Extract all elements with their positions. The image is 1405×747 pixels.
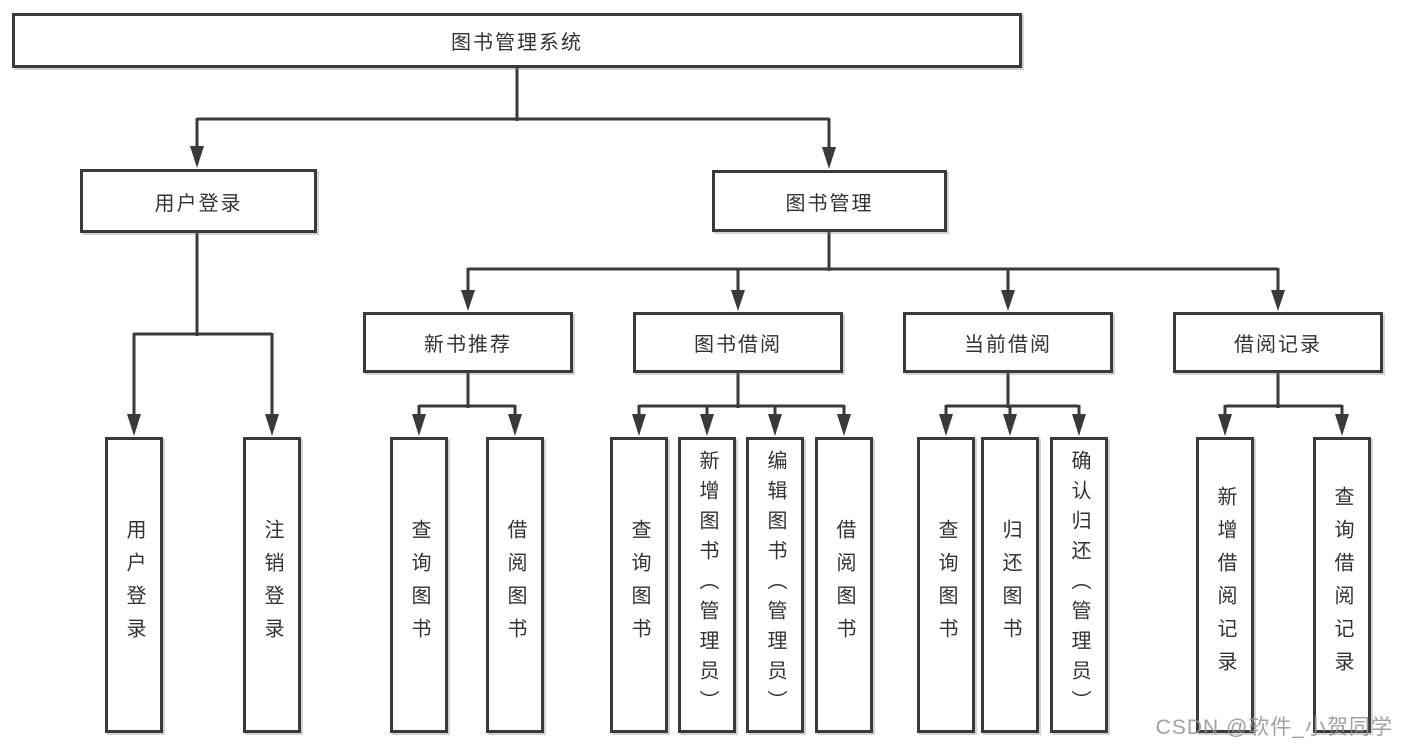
node-label: 借阅图书 bbox=[504, 519, 526, 651]
node-label: 编辑图书（管理员） bbox=[764, 450, 786, 720]
leaf-user-login: 用户登录 bbox=[105, 437, 163, 733]
node-label: 确认归还（管理员） bbox=[1068, 450, 1090, 720]
node-label: 查询图书 bbox=[628, 519, 650, 651]
node-new-book-recommend: 新书推荐 bbox=[363, 312, 573, 373]
node-borrow-records: 借阅记录 bbox=[1173, 312, 1383, 373]
leaf-confirm-return-admin: 确认归还（管理员） bbox=[1050, 437, 1108, 733]
leaf-add-borrow-record: 新增借阅记录 bbox=[1196, 437, 1254, 733]
node-label: 查询借阅记录 bbox=[1331, 486, 1353, 684]
node-user-login: 用户登录 bbox=[80, 169, 317, 233]
node-library-management-system: 图书管理系统 bbox=[12, 13, 1022, 68]
leaf-return-books: 归还图书 bbox=[981, 437, 1039, 733]
node-book-management: 图书管理 bbox=[712, 170, 947, 232]
node-label: 注销登录 bbox=[261, 519, 283, 651]
node-current-borrowing: 当前借阅 bbox=[903, 312, 1113, 373]
node-label: 借阅记录 bbox=[1234, 334, 1322, 356]
leaf-borrow-books-recommend: 借阅图书 bbox=[486, 437, 544, 733]
node-label: 查询图书 bbox=[935, 519, 957, 651]
leaf-edit-book-admin: 编辑图书（管理员） bbox=[746, 437, 804, 733]
csdn-watermark: CSDN @软件_小贺同学 bbox=[1155, 716, 1393, 739]
node-label: 新增图书（管理员） bbox=[696, 450, 718, 720]
leaf-query-books-borrowing: 查询图书 bbox=[610, 437, 668, 733]
node-label: 用户登录 bbox=[123, 519, 145, 651]
node-label: 当前借阅 bbox=[964, 334, 1052, 356]
node-label: 图书管理系统 bbox=[451, 32, 583, 54]
node-label: 归还图书 bbox=[999, 519, 1021, 651]
leaf-query-books-current: 查询图书 bbox=[917, 437, 975, 733]
leaf-add-book-admin: 新增图书（管理员） bbox=[678, 437, 736, 733]
leaf-borrow-books-borrowing: 借阅图书 bbox=[815, 437, 873, 733]
node-book-borrowing: 图书借阅 bbox=[633, 312, 843, 373]
node-label: 图书借阅 bbox=[694, 334, 782, 356]
node-label: 新书推荐 bbox=[424, 334, 512, 356]
node-label: 查询图书 bbox=[408, 519, 430, 651]
leaf-logout: 注销登录 bbox=[243, 437, 301, 733]
node-label: 新增借阅记录 bbox=[1214, 486, 1236, 684]
node-label: 用户登录 bbox=[154, 192, 243, 215]
node-label: 借阅图书 bbox=[833, 519, 855, 651]
node-label: 图书管理 bbox=[785, 192, 874, 215]
leaf-query-borrow-record: 查询借阅记录 bbox=[1313, 437, 1371, 733]
leaf-query-books-recommend: 查询图书 bbox=[390, 437, 448, 733]
